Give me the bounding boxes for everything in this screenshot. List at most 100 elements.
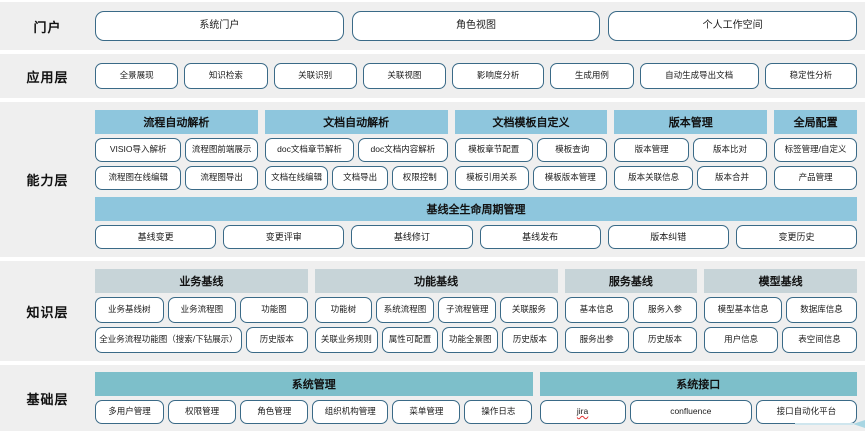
baseline-item[interactable]: 基线发布 — [479, 225, 601, 249]
knowledge-item[interactable]: 数据库信息 — [786, 297, 857, 323]
knowledge-item[interactable]: 功能图 — [240, 297, 308, 323]
layer-band-knowledge: 知识层 业务基线业务基线树业务流程图功能图全业务流程功能图（搜索/下钻展示）历史… — [0, 261, 865, 361]
knowledge-item[interactable]: 历史版本 — [632, 327, 698, 353]
capability-item[interactable]: 文档在线编辑 — [264, 166, 329, 190]
application-item[interactable]: 生成用例 — [550, 63, 634, 89]
layer-body-portal: 系统门户角色视图个人工作空间 — [95, 11, 865, 41]
knowledge-item[interactable]: 关联业务规则 — [314, 327, 378, 353]
knowledge-item[interactable]: 服务出参 — [564, 327, 629, 353]
knowledge-item[interactable]: 服务入参 — [632, 297, 698, 323]
baseline-lifecycle-row: 基线变更变更评审基线修订基线发布版本纠错变更历史 — [95, 225, 858, 249]
foundation-item[interactable]: 角色管理 — [240, 400, 309, 424]
knowledge-item[interactable]: 业务流程图 — [167, 297, 237, 323]
capability-group-title: 全局配置 — [774, 110, 857, 134]
knowledge-row: 基本信息服务入参 — [564, 297, 698, 323]
capability-item[interactable]: 版本关联信息 — [614, 166, 693, 190]
knowledge-row: 业务基线树业务流程图功能图 — [95, 297, 308, 323]
application-item[interactable]: 知识检索 — [184, 63, 268, 89]
capability-item[interactable]: VISIO导入解析 — [95, 138, 182, 162]
knowledge-item[interactable]: 系统流程图 — [375, 297, 435, 323]
knowledge-item[interactable]: 历史版本 — [502, 327, 558, 353]
capability-item[interactable]: 流程图导出 — [185, 166, 258, 190]
capability-item[interactable]: 版本管理 — [614, 138, 689, 162]
layer-label-application: 应用层 — [26, 69, 69, 85]
foundation-item[interactable]: 组织机构管理 — [312, 400, 389, 424]
application-item[interactable]: 稳定性分析 — [764, 63, 857, 89]
knowledge-item[interactable]: 业务基线树 — [95, 297, 164, 323]
foundation-item[interactable]: 多用户管理 — [95, 400, 165, 424]
knowledge-item[interactable]: 表空间信息 — [782, 327, 857, 353]
capability-item[interactable]: 模板查询 — [537, 138, 608, 162]
layer-label-portal: 门户 — [33, 19, 62, 35]
foundation-item[interactable]: confluence — [629, 400, 752, 424]
layer-body-application: 全景展现知识检索关联识别关联视图影响度分析生成用例自动生成导出文档稳定性分析 — [95, 63, 865, 89]
application-item[interactable]: 影响度分析 — [452, 63, 545, 89]
capability-group-rows: 标签管理/自定义产品管理 — [774, 138, 857, 190]
knowledge-item[interactable]: 关联服务 — [500, 297, 558, 323]
capability-item[interactable]: 版本比对 — [692, 138, 768, 162]
foundation-group-title: 系统接口 — [539, 372, 857, 396]
capability-item[interactable]: 版本合并 — [696, 166, 768, 190]
knowledge-item[interactable]: 功能树 — [314, 297, 372, 323]
baseline-lifecycle-title: 基线全生命周期管理 — [95, 197, 857, 221]
baseline-item[interactable]: 基线修订 — [351, 225, 473, 249]
capability-item[interactable]: 标签管理/自定义 — [774, 138, 857, 162]
knowledge-item[interactable]: 用户信息 — [704, 327, 779, 353]
knowledge-item[interactable]: 全业务流程功能图（搜索/下钻展示） — [95, 327, 242, 353]
capability-row: 模板章节配置模板查询 — [454, 138, 608, 162]
capability-item[interactable]: 模板章节配置 — [454, 138, 533, 162]
baseline-item[interactable]: 版本纠错 — [607, 225, 729, 249]
knowledge-item[interactable]: 属性可配置 — [381, 327, 439, 353]
capability-group: 全局配置标签管理/自定义产品管理 — [774, 110, 857, 190]
knowledge-group-rows: 基本信息服务入参服务出参历史版本 — [564, 297, 698, 353]
capability-item[interactable]: 流程图在线编辑 — [95, 166, 182, 190]
capability-item[interactable]: 权限控制 — [391, 166, 448, 190]
foundation-item[interactable]: 操作日志 — [464, 400, 533, 424]
capability-row: 流程图在线编辑流程图导出 — [95, 166, 258, 190]
capability-item[interactable]: 模板引用关系 — [454, 166, 529, 190]
capability-item[interactable]: 模板版本管理 — [533, 166, 608, 190]
portal-item[interactable]: 系统门户 — [95, 11, 344, 41]
capability-group-rows: 版本管理版本比对版本关联信息版本合并 — [614, 138, 768, 190]
knowledge-item[interactable]: 功能全景图 — [442, 327, 499, 353]
baseline-item[interactable]: 变更历史 — [735, 225, 858, 249]
baseline-item[interactable]: 变更评审 — [223, 225, 345, 249]
application-item[interactable]: 关联识别 — [273, 63, 357, 89]
foundation-item[interactable]: 接口自动化平台 — [755, 400, 858, 424]
capability-item[interactable]: doc文档章节解析 — [264, 138, 355, 162]
application-item[interactable]: 关联视图 — [362, 63, 446, 89]
application-item[interactable]: 自动生成导出文档 — [639, 63, 759, 89]
capability-item[interactable]: 文档导出 — [332, 166, 388, 190]
knowledge-item[interactable]: 模型基本信息 — [704, 297, 783, 323]
portal-item[interactable]: 个人工作空间 — [608, 11, 858, 41]
capability-row: 产品管理 — [774, 166, 857, 190]
knowledge-item[interactable]: 历史版本 — [245, 327, 308, 353]
layer-band-application: 应用层 全景展现知识检索关联识别关联视图影响度分析生成用例自动生成导出文档稳定性… — [0, 54, 865, 98]
capability-row: 版本关联信息版本合并 — [614, 166, 768, 190]
capability-item[interactable]: 流程图前端展示 — [185, 138, 258, 162]
capability-item[interactable]: doc文档内容解析 — [358, 138, 448, 162]
application-item[interactable]: 全景展现 — [95, 63, 179, 89]
foundation-item[interactable]: 菜单管理 — [392, 400, 461, 424]
baseline-item[interactable]: 基线变更 — [95, 225, 217, 249]
capability-item[interactable]: 产品管理 — [774, 166, 857, 190]
layer-band-portal: 门户 系统门户角色视图个人工作空间 — [0, 2, 865, 50]
foundation-item[interactable]: jira — [539, 400, 626, 424]
knowledge-item[interactable]: 基本信息 — [564, 297, 629, 323]
knowledge-item[interactable]: 子流程管理 — [438, 297, 497, 323]
foundation-item[interactable]: 权限管理 — [168, 400, 237, 424]
capability-group-title: 文档模板自定义 — [454, 110, 608, 134]
knowledge-group: 服务基线基本信息服务入参服务出参历史版本 — [564, 269, 698, 353]
layer-label-knowledge: 知识层 — [26, 304, 69, 320]
knowledge-group: 模型基线模型基本信息数据库信息用户信息表空间信息 — [704, 269, 857, 353]
portal-item[interactable]: 角色视图 — [351, 11, 601, 41]
